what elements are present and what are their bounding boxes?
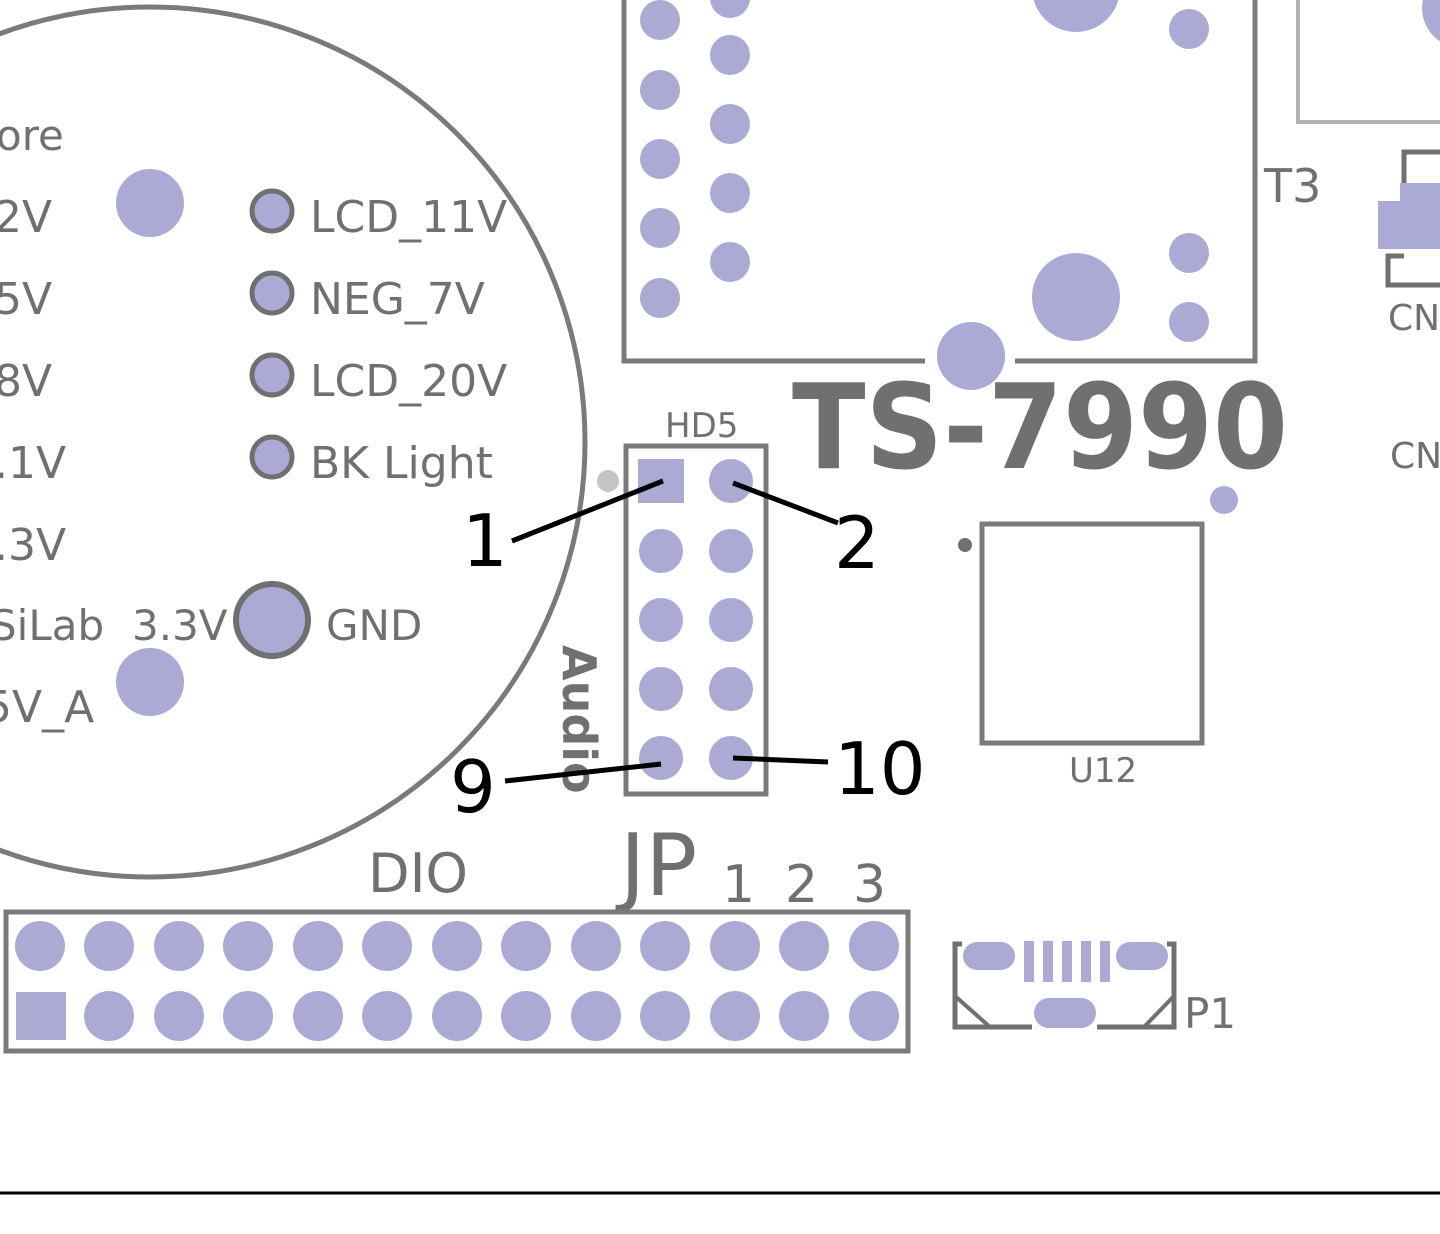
test-point-bk-light <box>249 434 295 480</box>
rail-label-3p3v: .3V <box>0 520 66 571</box>
ic-u12: U12 <box>958 521 1205 791</box>
label-gnd: GND <box>326 601 422 650</box>
label-cn8: CN8 <box>1388 298 1440 339</box>
label-lcd-20v: LCD_20V <box>310 356 507 407</box>
label-jp: JP <box>615 816 697 916</box>
via-pad <box>1210 486 1238 514</box>
test-pad-large-bottom <box>116 648 184 716</box>
label-jp-2: 2 <box>785 855 818 915</box>
rail-label-5v: 5V <box>0 274 52 325</box>
rail-label-5v-a: 5V_A <box>0 682 94 733</box>
test-point-neg-7v <box>249 270 295 316</box>
hd5-pin-2 <box>709 459 753 503</box>
hd5-pin-9 <box>639 736 683 780</box>
rail-label-1p1v: .1V <box>0 438 66 489</box>
test-point-gnd <box>233 581 311 659</box>
callout-pin-9: 9 <box>450 745 496 829</box>
pin1-marker <box>597 470 619 492</box>
hd5-outline <box>623 443 769 797</box>
label-p1: P1 <box>1184 989 1236 1038</box>
rail-label-1p8v: 8V <box>0 356 52 407</box>
rail-labels: ore 2V 5V 8V .1V .3V SiLab 3.3V 5V_A <box>0 111 228 733</box>
t3-outline <box>621 0 1258 364</box>
header-hd5: HD5 Audio <box>552 406 769 797</box>
label-jp-3: 3 <box>853 855 886 915</box>
board-title: TS-7990 <box>792 358 1288 496</box>
header-dio: DIO JP 1 2 3 <box>3 816 911 1054</box>
test-point-group: LCD_11V NEG_7V LCD_20V BK Light GND <box>233 188 507 659</box>
dio-outline <box>3 909 911 1054</box>
pin-callouts: 1 2 9 10 <box>450 478 926 829</box>
callout-pin-10: 10 <box>834 727 926 811</box>
test-point-lcd-11v <box>249 188 295 234</box>
label-dio: DIO <box>368 842 468 905</box>
label-cn1: CN1 <box>1390 436 1440 477</box>
rail-label-silab-voltage: 3.3V <box>132 601 228 650</box>
callout-pin-1: 1 <box>462 499 508 583</box>
board-outline-circle <box>0 4 588 880</box>
label-jp-1: 1 <box>722 855 755 915</box>
callout-pin-2: 2 <box>834 501 880 585</box>
dio-pins <box>15 921 899 1041</box>
label-neg-7v: NEG_7V <box>310 274 485 325</box>
label-u12: U12 <box>1069 751 1137 791</box>
connector-cn8: CN8 <box>1296 0 1440 339</box>
test-point-lcd-20v <box>249 352 295 398</box>
transformer-t3: T3 <box>621 0 1321 390</box>
label-hd5: HD5 <box>665 406 738 446</box>
label-lcd-11v: LCD_11V <box>310 192 507 243</box>
hd5-pin-10 <box>709 736 753 780</box>
connector-p1: P1 <box>952 941 1236 1038</box>
rail-label-12v: 2V <box>0 192 52 243</box>
rail-label-silab: SiLab <box>0 601 104 650</box>
test-pad-large-top <box>116 169 184 237</box>
rail-label-core: ore <box>0 111 64 160</box>
label-bk-light: BK Light <box>310 438 493 489</box>
label-t3: T3 <box>1263 159 1321 213</box>
